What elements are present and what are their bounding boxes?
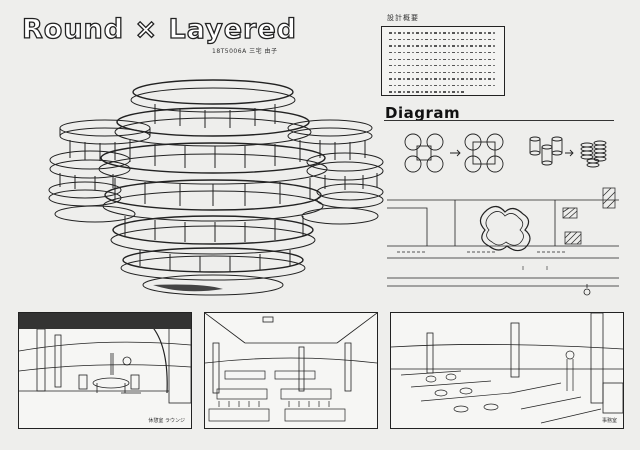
panel-1-caption: 休憩室 ラウンジ [148,418,185,424]
design-notes-box [381,26,505,96]
panel-3-caption: 事務室 [601,418,617,424]
diagram-rule [384,120,614,122]
interior-view-office: 事務室 [390,312,624,429]
interior-view-lounge: 休憩室 ラウンジ [18,312,192,429]
interior-view-dining [204,312,378,429]
concept-diagrams [404,133,607,173]
design-notes-heading: 設計概要 [387,14,419,22]
diagram-heading: Diagram [385,104,461,122]
board-title: Round × Layered [21,13,297,45]
building-elevation-drawing [48,79,384,296]
author-id: 18T5006A 三宅 由子 [212,48,278,55]
site-plan [387,187,619,296]
